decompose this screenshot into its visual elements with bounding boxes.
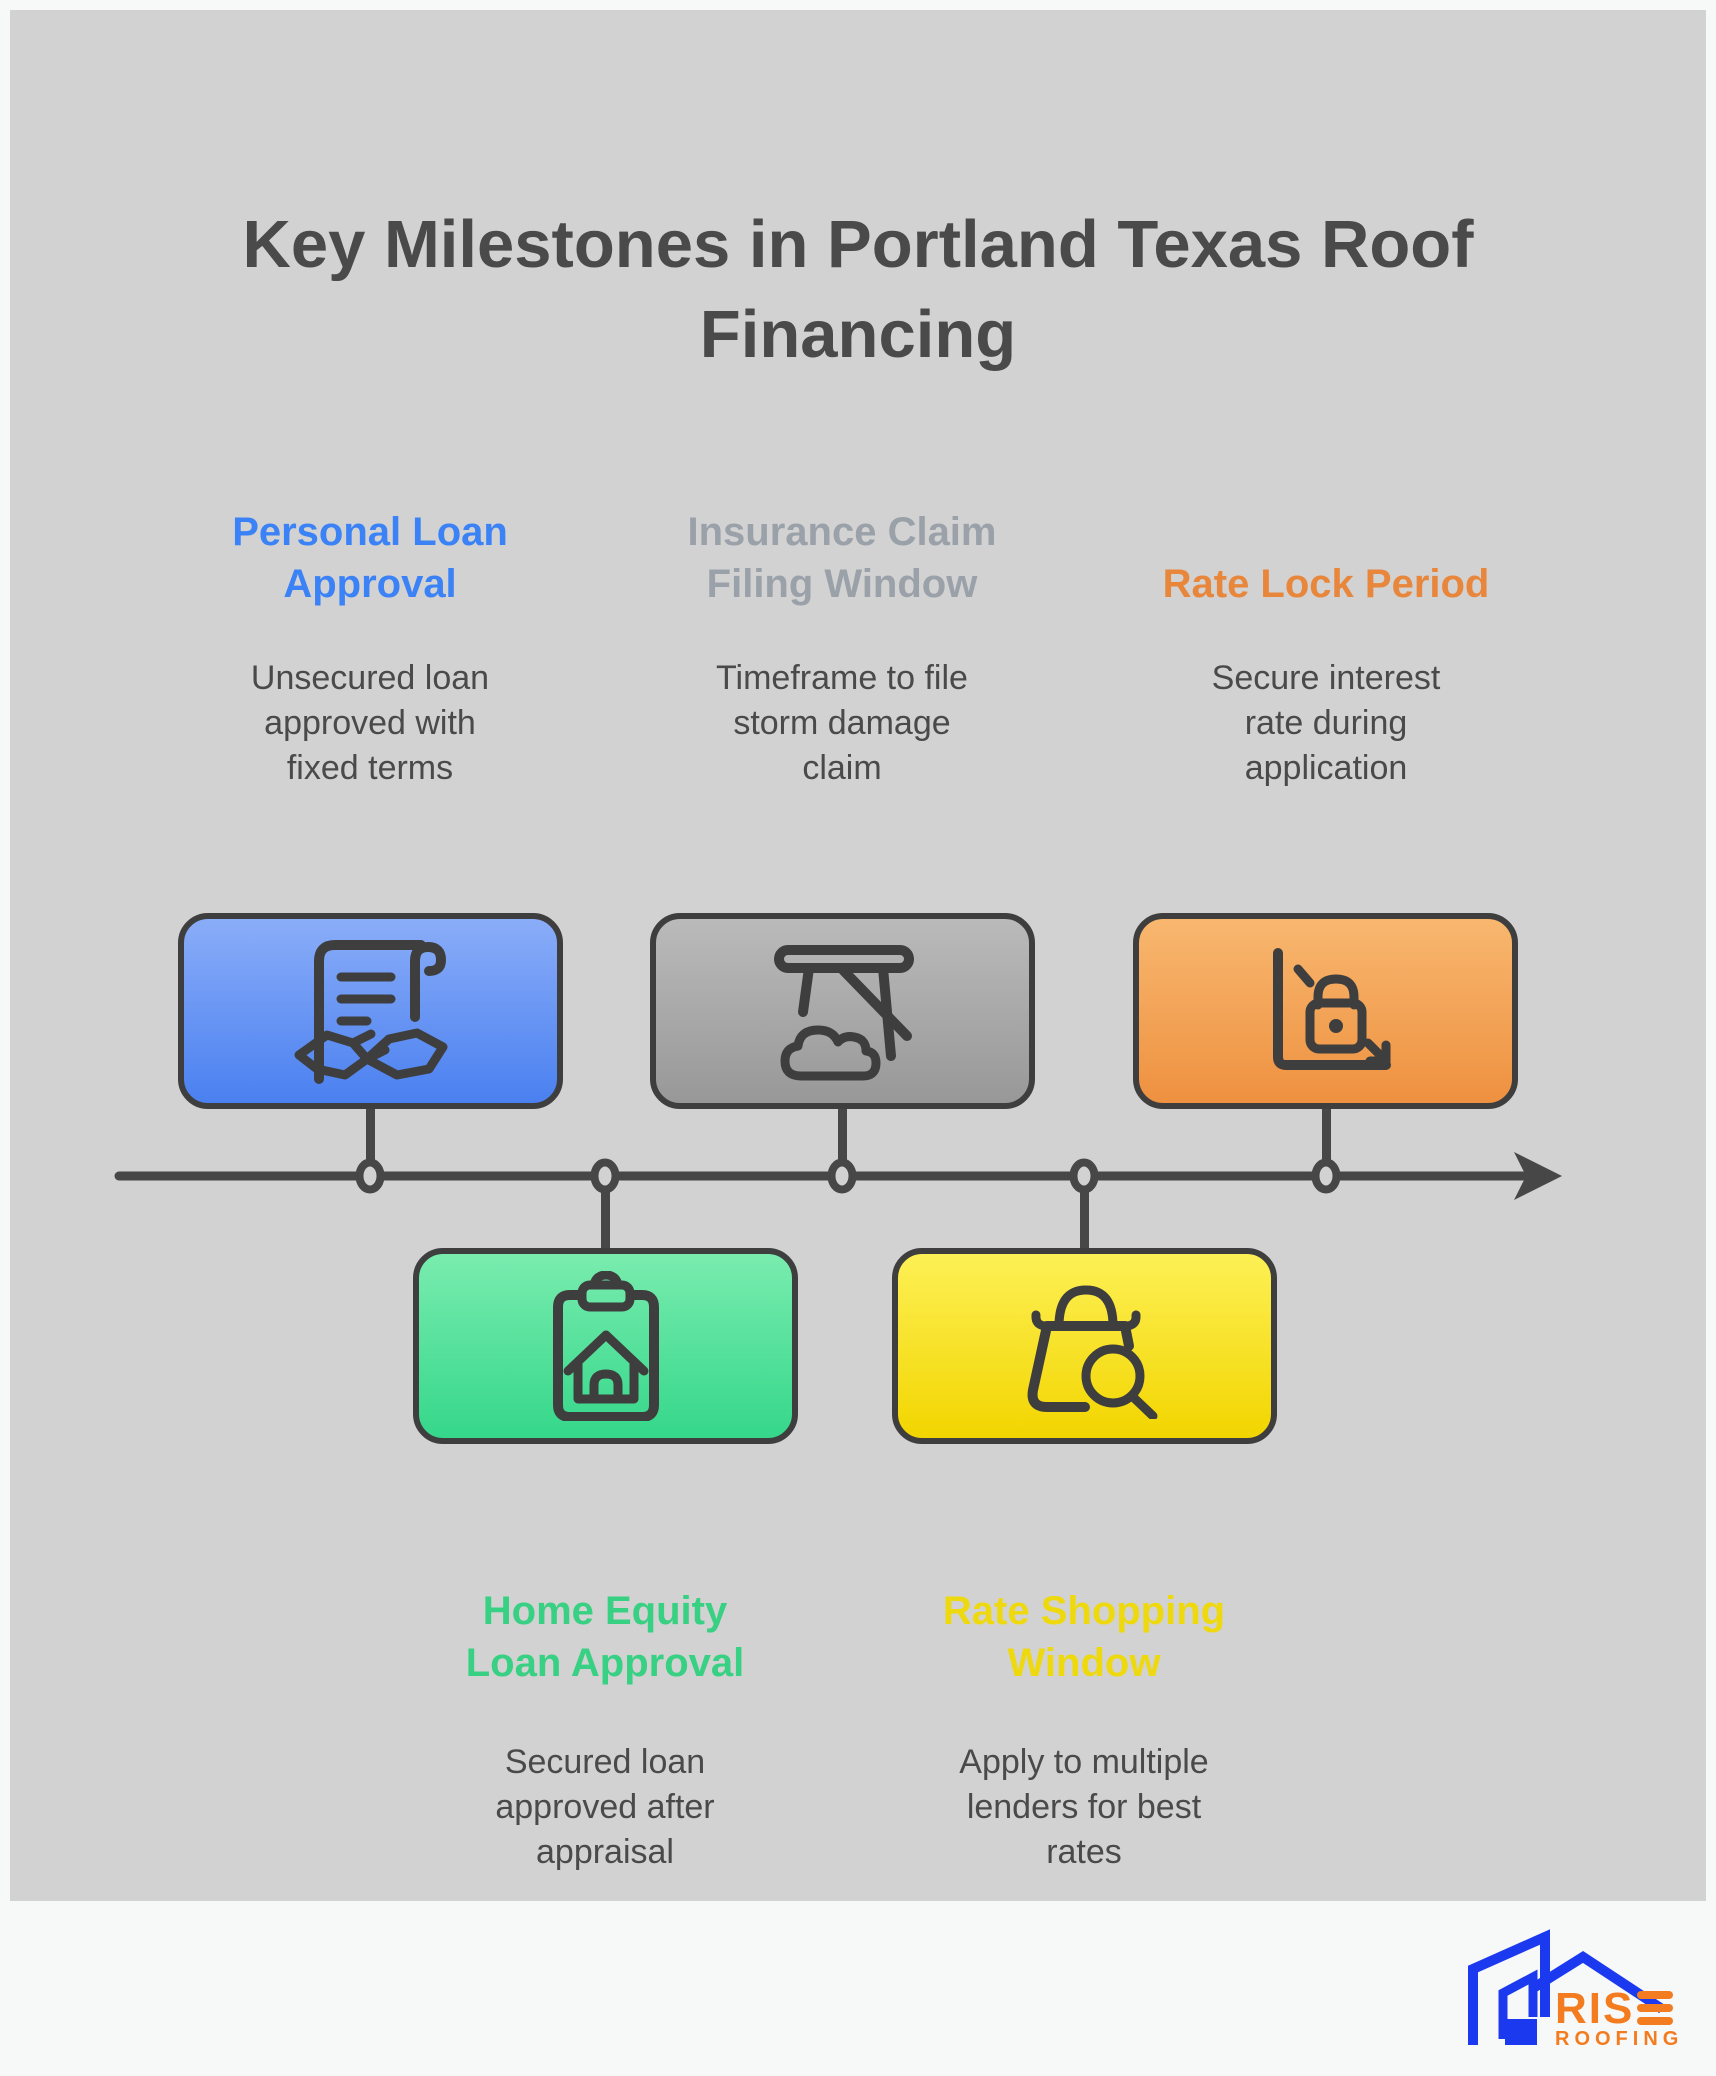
- timeline-node: [827, 1158, 857, 1194]
- connector-insurance-claim: [838, 1103, 847, 1179]
- timeline-arrow-icon: [1514, 1152, 1562, 1200]
- contract-handshake-icon: [294, 940, 447, 1084]
- milestone-card-rate-shopping: [892, 1248, 1277, 1444]
- timeline-node: [1311, 1158, 1341, 1194]
- milestone-description-rate-lock: Secure interest rate during application: [1211, 659, 1441, 787]
- milestone-description-personal-loan: Unsecured loan approved with fixed terms: [250, 659, 490, 787]
- rise-roofing-logo: RIS ROOFING: [1468, 1929, 1683, 2050]
- milestone-label-personal-loan: Personal Loan Approval: [232, 510, 508, 606]
- connector-rate-lock: [1322, 1103, 1331, 1179]
- milestone-label-insurance-claim: Insurance Claim Filing Window: [687, 510, 997, 606]
- timeline-node: [1069, 1158, 1099, 1194]
- milestone-label-rate-shopping: Rate Shopping Window: [942, 1589, 1226, 1685]
- storm-damage-roof-icon: [773, 945, 914, 1081]
- connector-personal-loan: [366, 1103, 375, 1179]
- connector-home-equity: [601, 1176, 610, 1254]
- milestone-description-home-equity: Secured loan approved after appraisal: [495, 1743, 715, 1871]
- timeline-node: [590, 1158, 620, 1194]
- milestone-label-home-equity: Home Equity Loan Approval: [465, 1589, 745, 1685]
- milestone-card-personal-loan: [178, 913, 563, 1109]
- milestone-card-home-equity: [413, 1248, 798, 1444]
- milestone-label-rate-lock: Rate Lock Period: [1162, 562, 1490, 606]
- milestone-description-rate-shopping: Apply to multiple lenders for best rates: [959, 1743, 1209, 1871]
- timeline-node: [355, 1158, 385, 1194]
- house-base: [1505, 2019, 1537, 2045]
- home-appraisal-clipboard-icon: [552, 1271, 659, 1421]
- timeline-axis: [114, 1152, 1562, 1200]
- milestone-description-insurance-claim: Timeframe to file storm damage claim: [716, 659, 968, 787]
- connector-rate-shopping: [1080, 1176, 1089, 1254]
- shopping-bag-search-icon: [1027, 1285, 1157, 1419]
- stylized-e-icon: [1637, 1991, 1673, 2025]
- milestone-card-rate-lock: [1133, 913, 1518, 1109]
- roofing-wordmark: ROOFING: [1555, 2028, 1683, 2050]
- declining-rate-lock-icon: [1272, 947, 1391, 1070]
- page-title-text: Key Milestones in Portland Texas Roof Fi…: [242, 207, 1474, 373]
- house-outline-icon: [1468, 1929, 1665, 2045]
- page-title: Key Milestones in Portland Texas Roof Fi…: [0, 200, 1716, 381]
- milestone-card-insurance-claim: [650, 913, 1035, 1109]
- rise-wordmark: RIS: [1555, 1984, 1634, 2033]
